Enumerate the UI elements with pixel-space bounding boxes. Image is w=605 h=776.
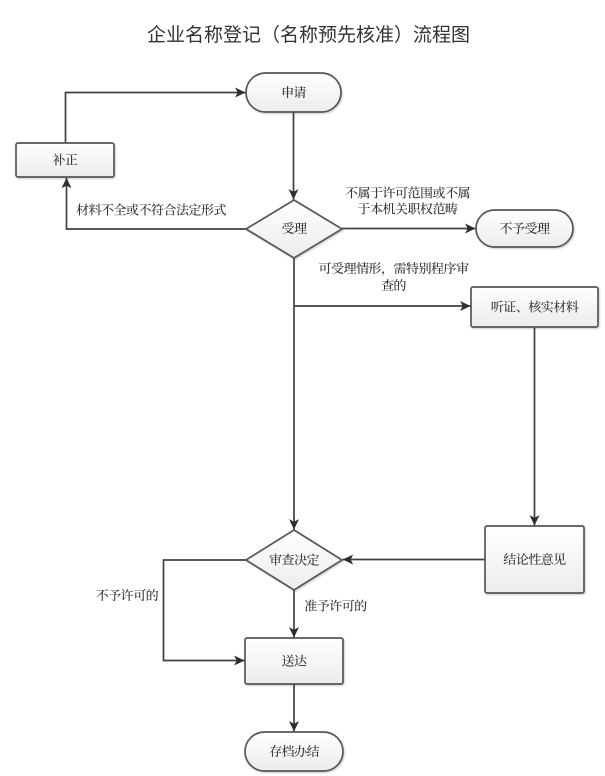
svg-text:材料不全或不符合法定形式: 材料不全或不符合法定形式 [76,203,227,218]
svg-text:听证、核实材料: 听证、核实材料 [491,300,579,315]
svg-text:补正: 补正 [52,153,78,168]
svg-text:于本机关职权范畴: 于本机关职权范畴 [357,202,458,217]
svg-text:审查决定: 审查决定 [269,553,320,568]
svg-text:申请: 申请 [281,85,307,100]
svg-text:准予许可的: 准予许可的 [304,599,367,614]
svg-text:查的: 查的 [381,278,407,293]
svg-text:送达: 送达 [281,654,307,669]
svg-text:结论性意见: 结论性意见 [503,552,566,567]
svg-text:受理: 受理 [281,221,307,236]
svg-text:存档办结: 存档办结 [269,744,320,759]
svg-text:不予受理: 不予受理 [499,221,550,236]
svg-text:企业名称登记（名称预先核准）流程图: 企业名称登记（名称预先核准）流程图 [147,24,470,46]
svg-text:不属于许可范围或不属: 不属于许可范围或不属 [345,186,471,201]
svg-text:可受理情形，需特别程序审: 可受理情形，需特别程序审 [318,261,469,276]
svg-text:不予许可的: 不予许可的 [96,588,159,603]
